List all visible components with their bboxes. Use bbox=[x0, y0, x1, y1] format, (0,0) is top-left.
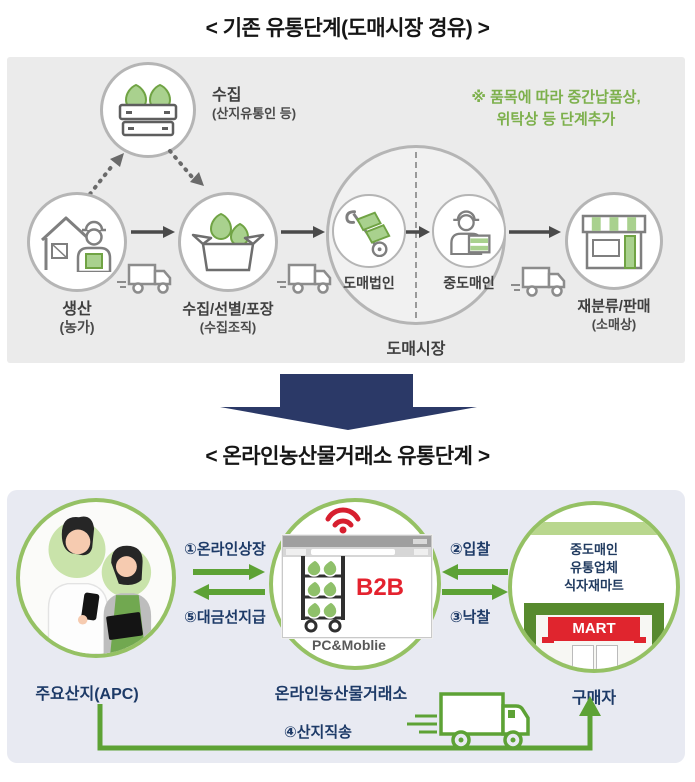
browser-urlbar bbox=[283, 547, 431, 557]
retail-label: 재분류/판매 (소매상) bbox=[577, 298, 651, 332]
truck-icon bbox=[117, 263, 172, 294]
door-right bbox=[596, 645, 618, 669]
storefront-icon bbox=[581, 214, 647, 270]
arrow-right-icon bbox=[509, 226, 561, 238]
truck-icon bbox=[511, 266, 566, 297]
device-label: PC&Moblie bbox=[312, 637, 386, 653]
packing-label: 수집/선별/포장 (수집조직) bbox=[182, 301, 274, 335]
flow-direct-shipping-label: ④산지직송 bbox=[284, 724, 352, 741]
wifi-icon bbox=[325, 507, 361, 534]
produce-crate-icon bbox=[118, 83, 178, 137]
retail-node bbox=[565, 192, 663, 290]
packing-node bbox=[178, 192, 278, 292]
browser-window bbox=[282, 535, 432, 638]
exchange-label: 온라인농산물거래소 bbox=[274, 686, 408, 703]
farm-farmer-icon bbox=[40, 216, 112, 272]
production-node bbox=[27, 192, 127, 292]
buyer-label: 구매자 bbox=[571, 690, 617, 707]
producer-label: 주요산지(APC) bbox=[35, 686, 139, 703]
produce-cart-icon bbox=[301, 556, 345, 633]
truck-icon bbox=[277, 263, 332, 294]
b2b-badge: B2B bbox=[356, 574, 405, 601]
arrow-right-icon bbox=[131, 226, 175, 238]
online-exchange-panel: 주요산지(APC) ①온라인상장 ⑤대금선지급 bbox=[7, 490, 685, 763]
wholesale-market-label: 도매시장 bbox=[386, 341, 446, 358]
note: ※ 품목에 따라 중간납품상, 위탁상 등 단계추가 bbox=[471, 89, 641, 128]
building-roof bbox=[531, 522, 657, 535]
wholesale-corp-label: 도매법인 bbox=[343, 275, 395, 291]
dashed-arrow-up-icon bbox=[88, 153, 124, 196]
collection-label: 수집 (산지유통인 등) bbox=[212, 87, 297, 121]
mart-sign: MART bbox=[548, 617, 640, 641]
direct-shipping-path bbox=[97, 696, 601, 751]
arrow-right-icon bbox=[406, 226, 430, 238]
green-arrow-left-icon bbox=[193, 584, 265, 600]
wholesale-corp-node bbox=[332, 194, 406, 268]
flow-bidding-label: ②입찰 bbox=[449, 541, 491, 558]
green-truck-icon bbox=[407, 692, 530, 750]
flow-prepayment-label: ⑤대금선지급 bbox=[184, 609, 266, 626]
collection-node bbox=[100, 62, 196, 158]
farmers-illustration-icon bbox=[47, 516, 152, 654]
down-arrow-icon bbox=[220, 374, 477, 430]
bottom-title: < 온라인농산물거래소 유통단계 > bbox=[205, 445, 490, 468]
door-left bbox=[572, 645, 594, 669]
green-arrow-right-icon bbox=[442, 584, 508, 600]
flow-award-label: ③낙찰 bbox=[449, 609, 491, 626]
arrow-right-icon bbox=[281, 226, 325, 238]
hand-truck-icon bbox=[345, 210, 391, 257]
green-arrow-left-icon bbox=[442, 564, 508, 580]
building-wall: 중도매인 유통업체 식자재마트 bbox=[539, 535, 649, 603]
merchant-box-icon bbox=[450, 210, 491, 255]
mart-awning-left bbox=[542, 637, 554, 643]
existing-distribution-panel: 수집 (산지유통인 등) ※ 품목에 따라 중간납품상, 위탁상 등 단계추가 bbox=[7, 57, 685, 363]
mart-awning-right bbox=[634, 637, 646, 643]
buyer-node: 중도매인 유통업체 식자재마트 MART bbox=[508, 501, 680, 673]
top-title: < 기존 유통단계(도매시장 경유) > bbox=[205, 17, 490, 40]
producer-node bbox=[16, 498, 176, 658]
intermediary-node bbox=[432, 194, 506, 268]
intermediary-label: 중도매인 bbox=[443, 275, 495, 291]
flow-listing-label: ①온라인상장 bbox=[184, 541, 266, 558]
dashed-arrow-down-icon bbox=[168, 149, 204, 186]
browser-titlebar bbox=[283, 536, 431, 547]
market-divider bbox=[415, 152, 417, 318]
box-produce-icon bbox=[191, 212, 265, 272]
production-label: 생산 (농가) bbox=[59, 301, 95, 335]
green-arrow-right-icon bbox=[193, 564, 265, 580]
